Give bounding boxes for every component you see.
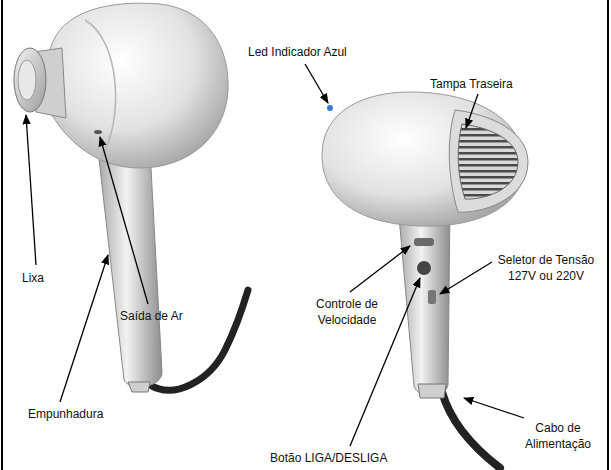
- part-label: Botão LIGA/DESLIGA: [270, 450, 430, 466]
- handle-end: [418, 384, 446, 398]
- frame-line: [607, 0, 609, 470]
- leader-line: [466, 94, 478, 128]
- air-outlet: [94, 130, 102, 134]
- voltage-selector: [428, 290, 436, 304]
- power-cable: [442, 392, 500, 468]
- handle: [98, 150, 162, 387]
- part-label: Controle de Velocidade: [300, 296, 394, 328]
- part-label: Lixa: [22, 270, 72, 286]
- leader-line: [464, 398, 524, 418]
- part-label: Cabo de Alimentação: [514, 420, 602, 452]
- head: [50, 3, 228, 168]
- leader-line: [60, 255, 108, 402]
- leader-line: [305, 64, 328, 103]
- back-cover: [449, 110, 528, 212]
- dryer-left: [14, 3, 248, 402]
- handle-end: [128, 382, 150, 392]
- part-label: Saída de Ar: [120, 308, 210, 324]
- frame-line: [1, 0, 3, 470]
- back-grille: [458, 124, 518, 199]
- power-button: [417, 261, 431, 275]
- dryer-right: [305, 64, 528, 468]
- leader-line: [350, 246, 410, 292]
- power-cable: [150, 290, 248, 390]
- part-label: Empunhadura: [28, 406, 128, 422]
- blue-led: [327, 105, 333, 111]
- part-label: Tampa Traseira: [430, 76, 550, 92]
- leader-line: [100, 137, 148, 304]
- part-label: Seletor de Tensão 127V ou 220V: [488, 252, 604, 284]
- leader-line: [26, 115, 36, 265]
- speed-control: [414, 238, 434, 246]
- sanding-disk: [14, 48, 46, 112]
- handle: [398, 205, 450, 396]
- sanding-disk-face: [18, 60, 36, 100]
- leader-line: [440, 262, 492, 294]
- part-label: Led Indicador Azul: [248, 44, 388, 60]
